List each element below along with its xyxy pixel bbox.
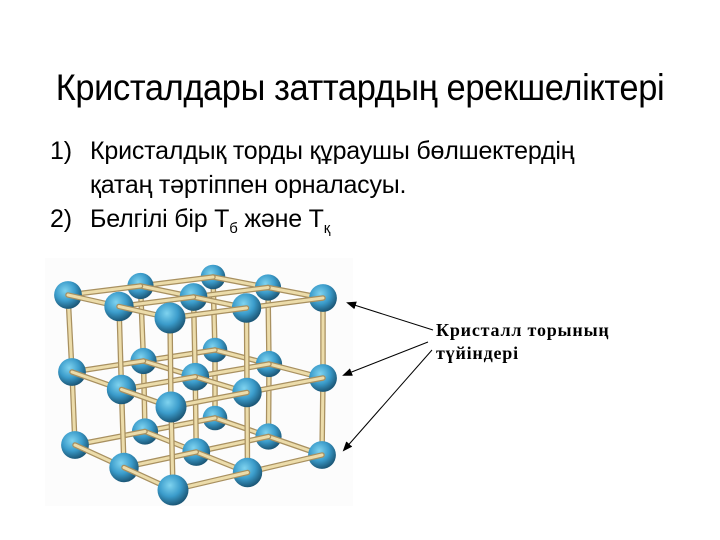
- slide-title: Кристалдары заттардың ерекшеліктері: [55, 67, 665, 108]
- subscript-melting: б: [229, 220, 238, 237]
- lattice-node-sphere: [155, 391, 187, 423]
- subscript-boiling: қ: [323, 220, 331, 237]
- lattice-node-sphere: [154, 302, 186, 334]
- bullet-item-2: 2) Белгілі бір Тб және Тқ: [50, 202, 700, 246]
- bullet-text-line2: қатаң тәртіппен орналасуы.: [90, 171, 407, 199]
- bullet-text: Белгілі бір Тб және Тқ: [90, 202, 700, 246]
- lattice-nodes-label: Кристалл торының түйіндері: [436, 319, 610, 365]
- label-line-2: түйіндері: [436, 343, 519, 363]
- text-part: Белгілі бір Т: [90, 205, 230, 233]
- bullet-item-1: 1) Кристалдық торды құраушы бөлшектердің…: [50, 134, 700, 202]
- bullet-list: 1) Кристалдық торды құраушы бөлшектердің…: [50, 134, 700, 246]
- bullet-text-line1: Кристалдық торды құраушы бөлшектердің: [90, 137, 575, 165]
- text-part: және Т: [237, 205, 324, 233]
- bullet-number: 1): [50, 137, 72, 165]
- pointer-arrow: [342, 349, 433, 452]
- bullet-number: 2): [50, 205, 72, 233]
- pointer-arrow: [342, 341, 429, 376]
- lattice-node-sphere: [157, 474, 189, 506]
- pointer-arrow: [346, 301, 434, 331]
- label-line-1: Кристалл торының: [436, 320, 610, 340]
